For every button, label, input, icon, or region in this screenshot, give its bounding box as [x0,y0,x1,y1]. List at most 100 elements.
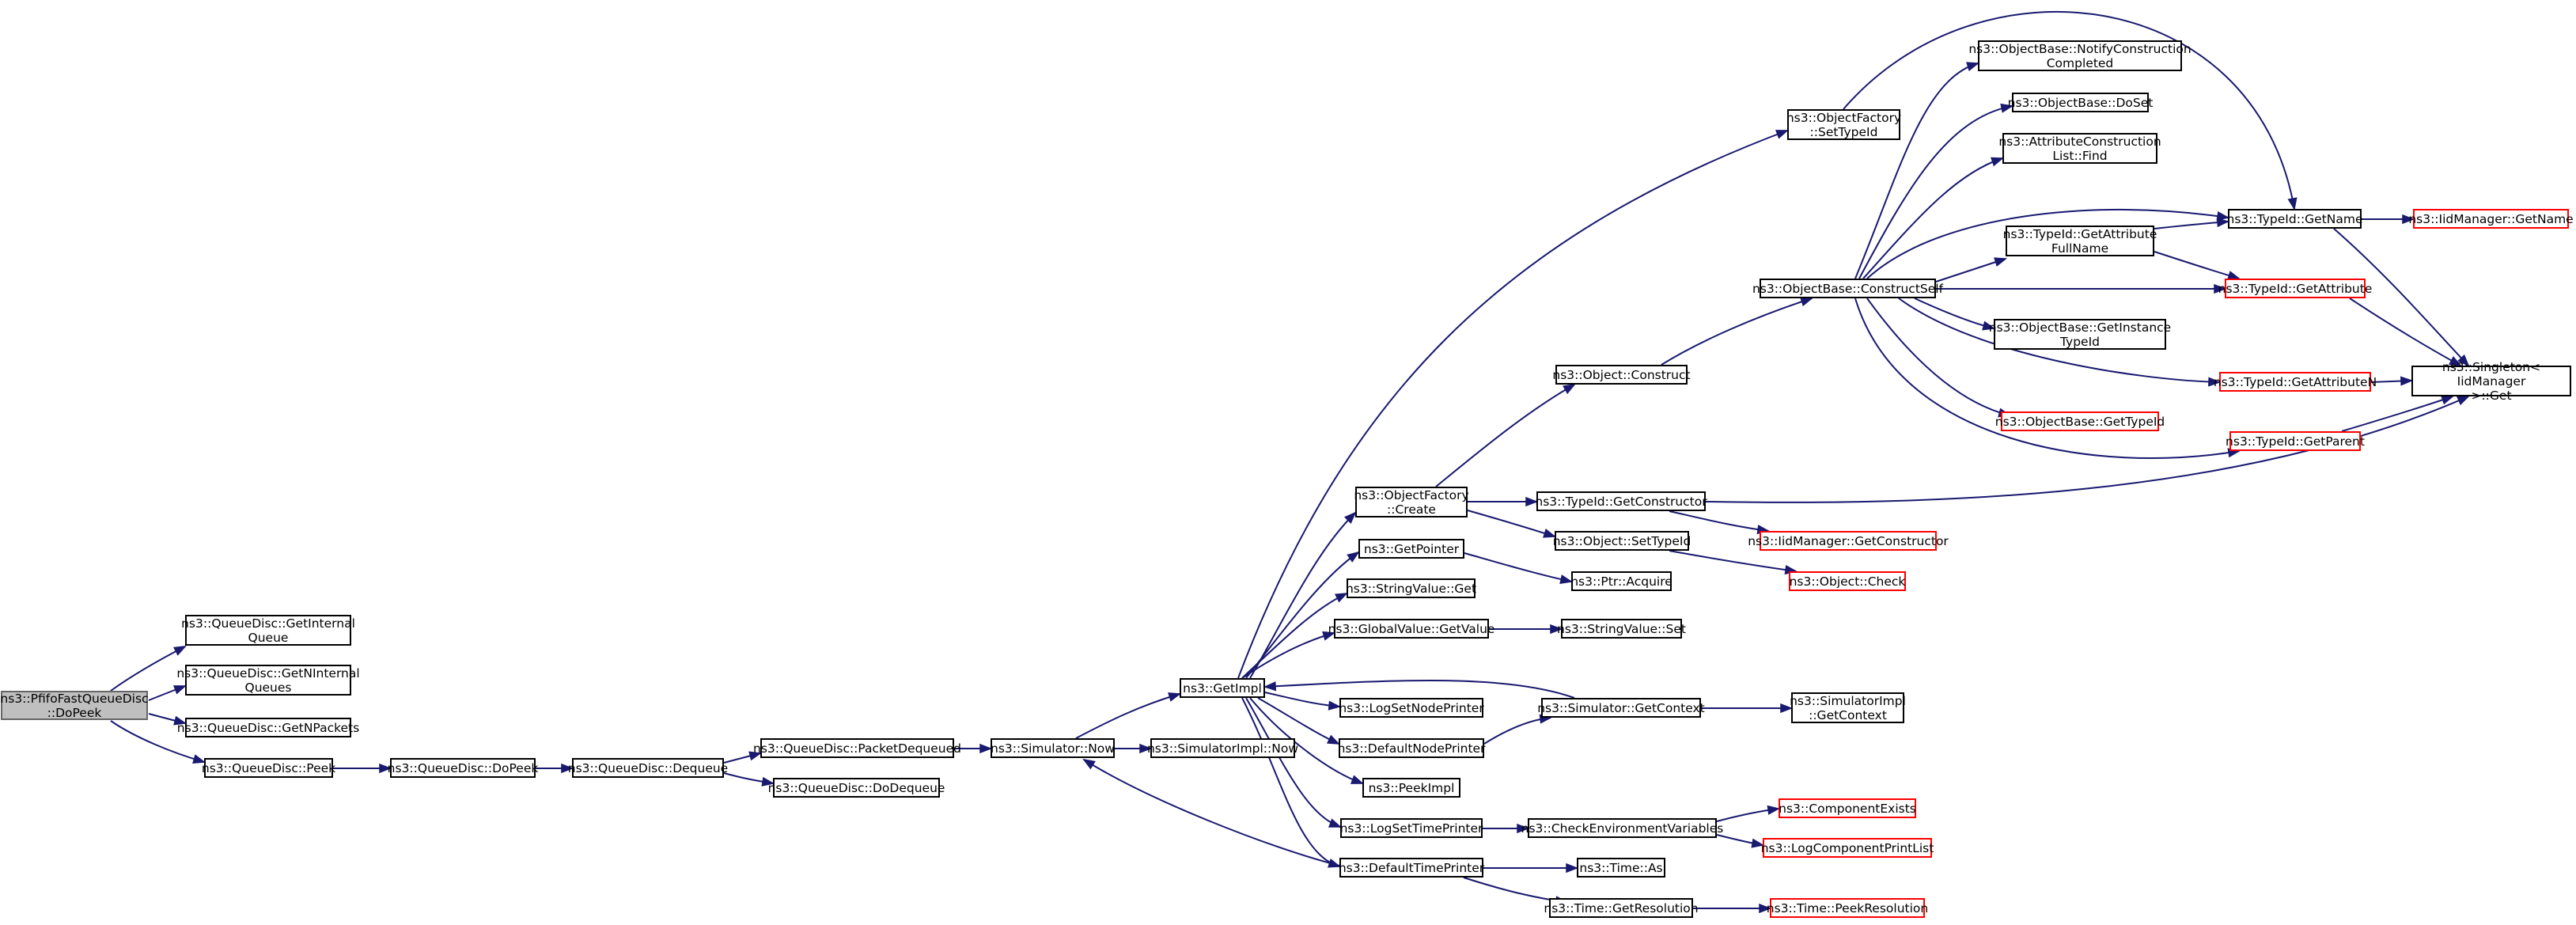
arrowhead-simGetContext-to-simImplGetContext [1780,703,1794,714]
arrowhead-typeIdGetName-to-singletonGet [2457,354,2470,367]
arrowhead-constructSelf-to-getInstanceTypeId [1982,320,1996,331]
node-notifyConstructionCompleted[interactable]: ns3::ObjectBase::NotifyConstruction Comp… [1968,40,2191,71]
arrowhead-typeIdGetAttributeFullName-to-typeIdGetName [2216,218,2230,228]
node-typeId-getAttributeFullName[interactable]: ns3::TypeId::GetAttribute FullName [2002,226,2157,256]
edge-typeIdGetConstructor-to-singletonGet [1705,396,2469,503]
node-typeId-getConstructor[interactable]: ns3::TypeId::GetConstructor [1535,491,1707,511]
node-simulatorImpl-now[interactable]: ns3::SimulatorImpl::Now [1147,738,1298,758]
edge-typeIdGetConstructor-to-iidGetConstructor [1669,510,1769,532]
node-typeId-getAttribute[interactable]: ns3::TypeId::GetAttribute [2218,279,2372,298]
arrowhead-getImpl-to-getPointer [1347,551,1360,563]
edge-getImpl-to-ofSetTypeId [1237,130,1788,679]
edge-defaultTimePrinter-to-simNow [1083,759,1340,866]
edge-constructSelf-to-attrConstructionListFind [1862,157,2003,279]
node-attributeConstructionList-find[interactable]: ns3::AttributeConstruction List::Find [1998,133,2161,164]
node-stringValue-set[interactable]: ns3::StringValue::Set [1557,619,1686,639]
node-object-construct[interactable]: ns3::Object::Construct [1552,365,1691,385]
node-object-setTypeId[interactable]: ns3::Object::SetTypeId [1553,531,1691,551]
arrowhead-peek-to-doPeek [379,763,392,774]
node-doPeek[interactable]: ns3::QueueDisc::DoPeek [388,758,538,778]
arrowhead-getImpl-to-stringValueGet [1334,593,1348,603]
node-time-getResolution[interactable]: ns3::Time::GetResolution [1544,898,1699,918]
edge-constructSelf-to-typeIdGetParent [1854,298,2240,460]
node-objectFactory-create[interactable]: ns3::ObjectFactory ::Create [1354,487,1469,517]
edge-constructSelf-to-notifyConstructionCompleted [1854,63,1979,279]
node-componentExists[interactable]: ns3::ComponentExists [1779,798,1916,818]
arrowhead-constructSelf-to-attrConstructionListFind [1991,157,2004,167]
node-getNInternalQueues[interactable]: ns3::QueueDisc::GetNInternal Queues [176,665,360,696]
arrowhead-packetDequeued-to-simNow [979,743,993,754]
edge-simGetContext-to-getImpl [1264,679,1575,699]
node-objectBase-doSet[interactable]: ns3::ObjectBase::DoSet [2008,93,2153,112]
node-simulator-now[interactable]: ns3::Simulator::Now [991,738,1115,758]
node-defaultTimePrinter[interactable]: ns3::DefaultTimePrinter [1339,858,1484,878]
node-checkEnvironmentVariables[interactable]: ns3::CheckEnvironmentVariables [1521,818,1723,838]
node-peek[interactable]: ns3::QueueDisc::Peek [202,758,335,778]
arrowhead-getImpl-to-ofCreate [1343,511,1357,525]
node-logComponentPrintList[interactable]: ns3::LogComponentPrintList [1761,838,1934,858]
arrowhead-checkEnvVars-to-componentExists [1767,805,1781,815]
arrowhead-getImpl-to-peekImpl [1350,775,1364,784]
arrowhead-root-to-getNPackets [173,715,188,726]
arrowhead-simGetContext-to-getImpl [1263,681,1277,692]
node-getImpl[interactable]: ns3::GetImpl [1180,678,1265,698]
edge-getImpl-to-defaultTimePrinter [1241,697,1340,867]
edge-constructSelf-to-typeIdGetAttributeFullName [1935,258,2006,282]
edge-ofSetTypeId-to-typeIdGetName [1843,10,2295,210]
edge-constructSelf-to-typeIdGetName [1866,208,2229,279]
arrowhead-typeIdGetName-to-iidGetName [2402,214,2415,225]
node-singleton-iidManager-get[interactable]: ns3::Singleton< IidManager >::Get [2411,360,2571,403]
edge-typeIdGetAttributeFullName-to-typeIdGetAttribute [2154,251,2240,279]
node-typeId-getParent[interactable]: ns3::TypeId::GetParent [2226,431,2365,451]
arrowhead-globalValueGetValue-to-stringValueSet [1550,624,1563,635]
arrowhead-root-to-getNInternalQueues [172,685,187,695]
node-dequeue[interactable]: ns3::QueueDisc::Dequeue [568,758,728,778]
node-objectBase-constructSelf[interactable]: ns3::ObjectBase::ConstructSelf [1752,279,1943,298]
node-peekImpl[interactable]: ns3::PeekImpl [1362,778,1460,798]
node-logSetNodePrinter[interactable]: ns3::LogSetNodePrinter [1339,698,1484,718]
edge-ofCreate-to-objectSetTypeId [1467,510,1555,537]
arrowhead-checkEnvVars-to-logComponentPrintList [1751,838,1765,848]
arrowhead-logSetTimePrinter-to-checkEnvVars [1517,823,1530,834]
node-time-peekResolution[interactable]: ns3::Time::PeekResolution [1767,898,1928,918]
node-simulator-getContext[interactable]: ns3::Simulator::GetContext [1537,698,1705,718]
node-ptr-acquire[interactable]: ns3::Ptr::Acquire [1570,571,1673,591]
edge-getImpl-to-logSetNodePrinter [1264,692,1340,707]
edge-typeIdGetAttributeFullName-to-typeIdGetName [2154,221,2229,229]
node-packetDequeued[interactable]: ns3::QueueDisc::PacketDequeued [753,738,961,758]
node-stringValue-get[interactable]: ns3::StringValue::Get [1346,578,1476,598]
node-iidManager-getConstructor[interactable]: ns3::IidManager::GetConstructor [1748,531,1949,551]
node-objectFactory-setTypeId[interactable]: ns3::ObjectFactory ::SetTypeId [1786,109,1902,140]
node-defaultNodePrinter[interactable]: ns3::DefaultNodePrinter [1338,738,1485,758]
node-iidManager-getName[interactable]: ns3::IidManager::GetName [2408,209,2574,229]
arrowhead-doPeek-to-dequeue [561,763,574,774]
node-objectBase-getTypeId[interactable]: ns3::ObjectBase::GetTypeId [1995,411,2165,431]
node-object-check[interactable]: ns3::Object::Check [1789,571,1906,591]
node-doDequeue[interactable]: ns3::QueueDisc::DoDequeue [768,778,945,798]
node-typeId-getName[interactable]: ns3::TypeId::GetName [2227,209,2363,229]
node-getNPackets[interactable]: ns3::QueueDisc::GetNPackets [177,718,359,737]
edge-getPointer-to-ptrAcquire [1464,552,1572,582]
edge-typeIdGetName-to-singletonGet [2333,228,2469,366]
arrowhead-ofCreate-to-objectSetTypeId [1543,528,1556,538]
node-getInternalQueue[interactable]: ns3::QueueDisc::GetInternal Queue [181,615,355,646]
node-simulatorImpl-getContext[interactable]: ns3::SimulatorImpl ::GetContext [1790,692,1906,723]
arrowhead-root-to-peek [192,754,206,764]
node-getPointer[interactable]: ns3::GetPointer [1358,539,1464,559]
node-time-as[interactable]: ns3::Time::As [1577,858,1665,878]
node-typeId-getAttributeN[interactable]: ns3::TypeId::GetAttributeN [2214,372,2377,392]
node-globalValue-getValue[interactable]: ns3::GlobalValue::GetValue [1328,619,1494,639]
edge-getImpl-to-logSetTimePrinter [1245,697,1341,828]
arrowhead-timeGetResolution-to-timePeekResolution [1759,903,1772,914]
edge-constructSelf-to-objectBaseDoSet [1858,105,2013,279]
node-logSetTimePrinter[interactable]: ns3::LogSetTimePrinter [1340,818,1483,838]
arrowhead-root-to-getInternalQueue [172,646,187,656]
node-objectBase-getInstanceTypeId[interactable]: ns3::ObjectBase::GetInstance TypeId [1988,319,2172,350]
node-pfifo-fast-doPeek: ns3::PfifoFastQueueDisc ::DoPeek [0,691,149,720]
arrowhead-defaultTimePrinter-to-simNow [1082,758,1096,770]
edge-root-to-getInternalQueue [110,646,186,692]
arrowhead-getImpl-to-defaultNodePrinter [1326,734,1340,745]
arrowhead-ofSetTypeId-to-typeIdGetName [2287,197,2298,211]
